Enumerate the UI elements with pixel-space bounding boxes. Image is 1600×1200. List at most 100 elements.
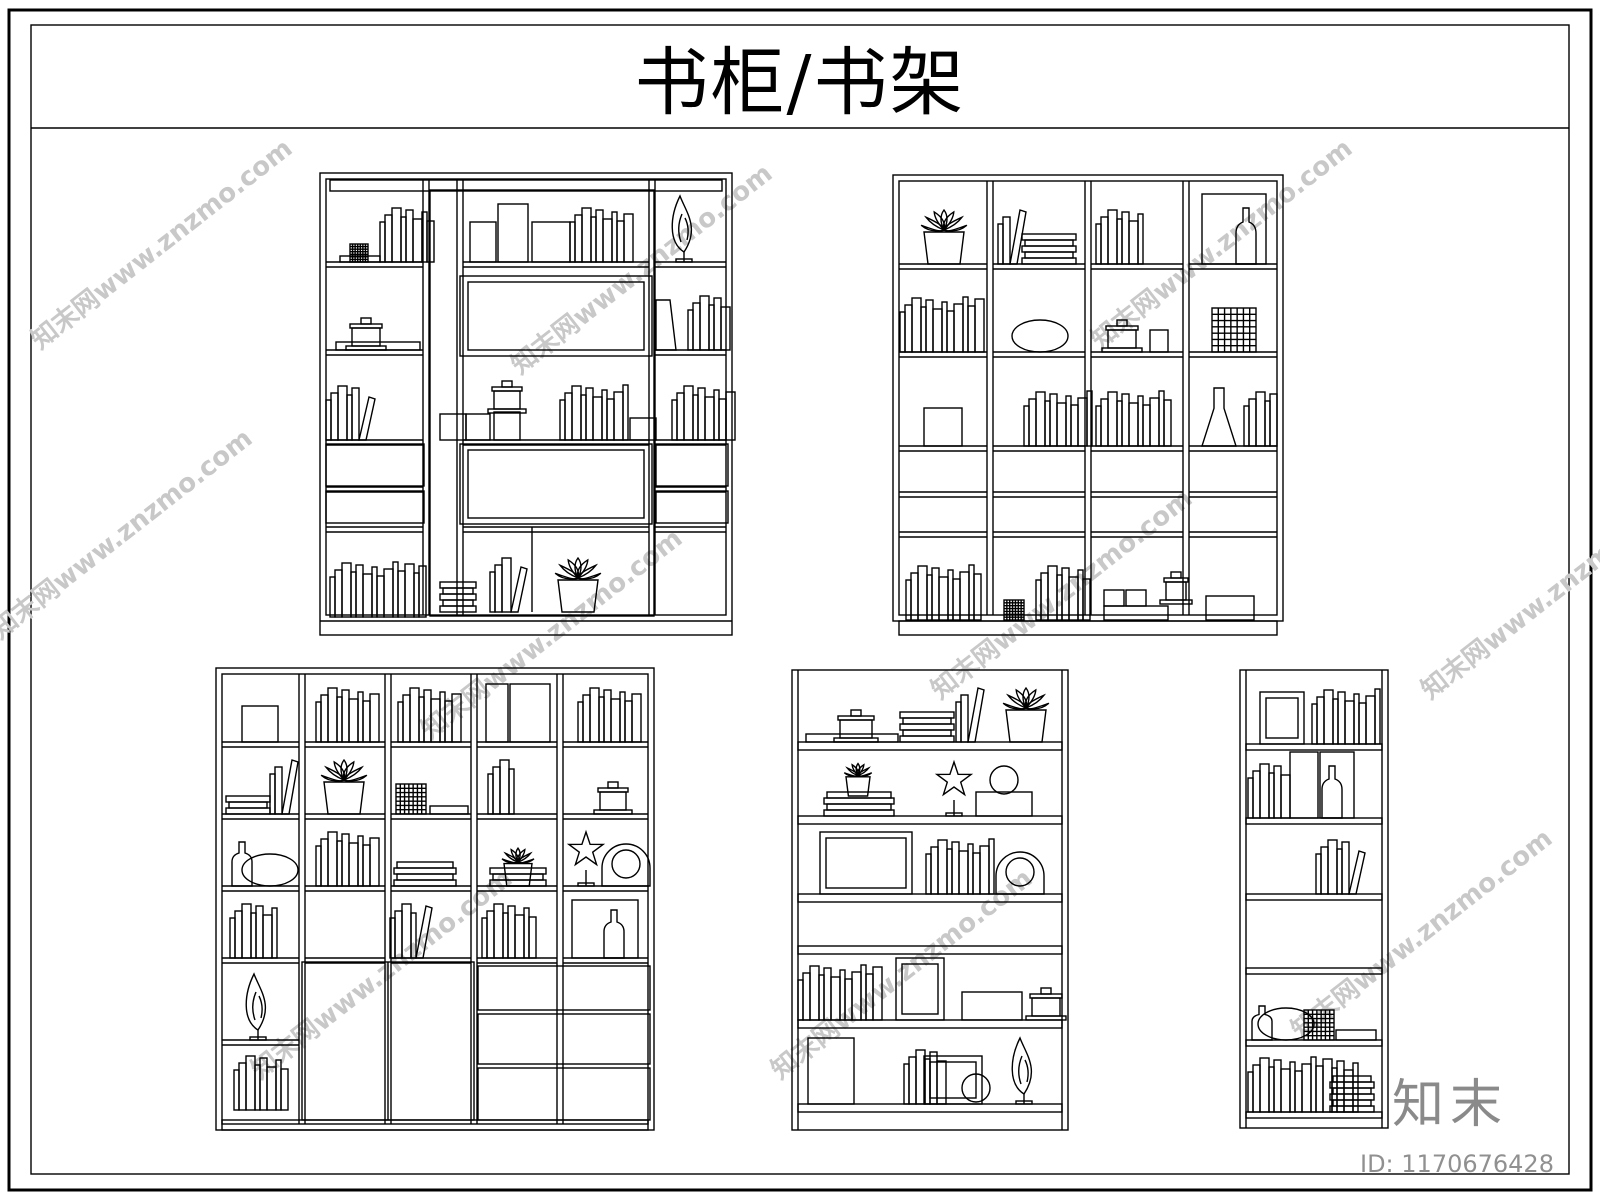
- book-stack: [1095, 209, 1144, 265]
- coral-sculpture: [671, 194, 693, 263]
- grid-panel-decor: [1211, 307, 1257, 353]
- storage-box: [485, 683, 509, 743]
- storage-box: [975, 791, 1033, 817]
- bowl-vase: [1011, 319, 1069, 353]
- watermark-brand: 知末: [1392, 1075, 1509, 1135]
- lidded-jar: [833, 709, 879, 743]
- bookcase-b: [892, 174, 1284, 636]
- bookcase-e: [1239, 669, 1389, 1129]
- lidded-jar: [1101, 319, 1143, 353]
- book-stack: [671, 385, 736, 441]
- storage-box: [241, 705, 279, 743]
- storage-box: [629, 417, 657, 441]
- bookcase-drawings: [215, 172, 1389, 1131]
- potted-succulent: [920, 208, 968, 265]
- book-stack: [487, 759, 515, 815]
- picture-frame: [1259, 691, 1305, 745]
- vase: [231, 841, 253, 887]
- book-stack: [687, 295, 731, 351]
- potted-succulent: [320, 758, 368, 815]
- grid-panel-decor: [1003, 599, 1025, 621]
- book-stack: [1095, 390, 1172, 447]
- book-stack: [389, 903, 433, 959]
- book-stack: [233, 1055, 289, 1111]
- flat-book-stack: [393, 861, 457, 887]
- grid-panel-decor: [349, 243, 369, 263]
- storage-box: [1335, 1029, 1377, 1041]
- book-stack: [269, 759, 299, 815]
- vase: [603, 909, 625, 959]
- flat-book-stack: [225, 795, 271, 815]
- storage-box: [1201, 193, 1267, 265]
- storage-box: [335, 341, 421, 351]
- vase: [1321, 765, 1343, 819]
- flat-book-stack: [1329, 1075, 1375, 1113]
- storage-box: [1205, 595, 1255, 621]
- storage-box: [1289, 751, 1319, 819]
- bowl-vase: [241, 853, 299, 887]
- book-stack: [481, 903, 537, 959]
- mantel-clock: [995, 851, 1045, 895]
- vase: [1251, 1005, 1273, 1041]
- storage-box: [961, 991, 1023, 1021]
- drawing-title: 书柜/书架: [634, 40, 966, 126]
- book-stack: [577, 687, 642, 743]
- bookcase-c: [215, 667, 655, 1131]
- picture-frame: [895, 957, 945, 1021]
- book-stack: [1247, 1056, 1359, 1113]
- book-stack: [925, 838, 995, 895]
- flat-book-stack: [899, 711, 955, 743]
- lidded-jar: [487, 380, 527, 414]
- flask-vase: [1201, 387, 1237, 447]
- storage-box: [807, 1037, 855, 1105]
- book-stack: [569, 207, 634, 263]
- potted-succulent: [1002, 686, 1050, 743]
- picture-frame: [923, 1055, 983, 1105]
- lidded-jar: [593, 781, 633, 815]
- storage-box: [1125, 589, 1147, 607]
- bowl-vase: [1257, 1007, 1315, 1041]
- storage-box: [439, 413, 467, 441]
- storage-box: [1103, 589, 1125, 607]
- storage-box: [465, 413, 491, 441]
- book-stack: [1023, 390, 1093, 447]
- book-stack: [1247, 763, 1291, 819]
- book-stack: [315, 687, 380, 743]
- sheet-inner-border: [30, 24, 1570, 1175]
- vase: [1235, 207, 1257, 265]
- book-stack: [489, 557, 528, 613]
- starfish-ornament: [934, 759, 974, 817]
- grid-panel-decor: [395, 783, 427, 815]
- book-stack: [797, 964, 883, 1021]
- watermark-layer: 知末网www.znzmo.com 知末网www.znzmo.com 知末网www.z…: [0, 133, 1600, 1085]
- book-stack: [1311, 688, 1381, 745]
- storage-box: [1319, 751, 1355, 819]
- watermark-text: 知末网www.znzmo.com: [26, 133, 298, 355]
- coral-sculpture: [1011, 1036, 1033, 1105]
- potted-succulent: [554, 556, 602, 613]
- coral-sculpture: [245, 972, 267, 1041]
- picture-frame: [819, 831, 913, 895]
- grid-panel-decor: [1303, 1009, 1335, 1041]
- flat-book-stack: [1021, 233, 1077, 265]
- watermark-text: 知末网www.znzmo.com: [1416, 483, 1600, 705]
- book-stack: [1315, 839, 1366, 895]
- book-stack: [903, 1049, 947, 1105]
- watermark-text: 知末网www.znzmo.com: [506, 158, 778, 380]
- watermark-text: 知末网www.znzmo.com: [0, 423, 258, 645]
- lidded-jar: [345, 317, 387, 351]
- lidded-jar: [1159, 571, 1193, 605]
- starfish-ornament: [566, 829, 606, 887]
- lidded-jar: [1025, 987, 1067, 1021]
- storage-box: [509, 683, 551, 743]
- book-stack: [229, 903, 278, 959]
- flat-book-stack: [823, 791, 895, 817]
- storage-box: [497, 203, 529, 263]
- potted-succulent: [843, 762, 873, 797]
- book-stack: [379, 207, 435, 263]
- storage-box: [805, 733, 899, 743]
- book-stack: [905, 564, 982, 621]
- storage-box: [469, 221, 497, 263]
- storage-box: [923, 407, 963, 447]
